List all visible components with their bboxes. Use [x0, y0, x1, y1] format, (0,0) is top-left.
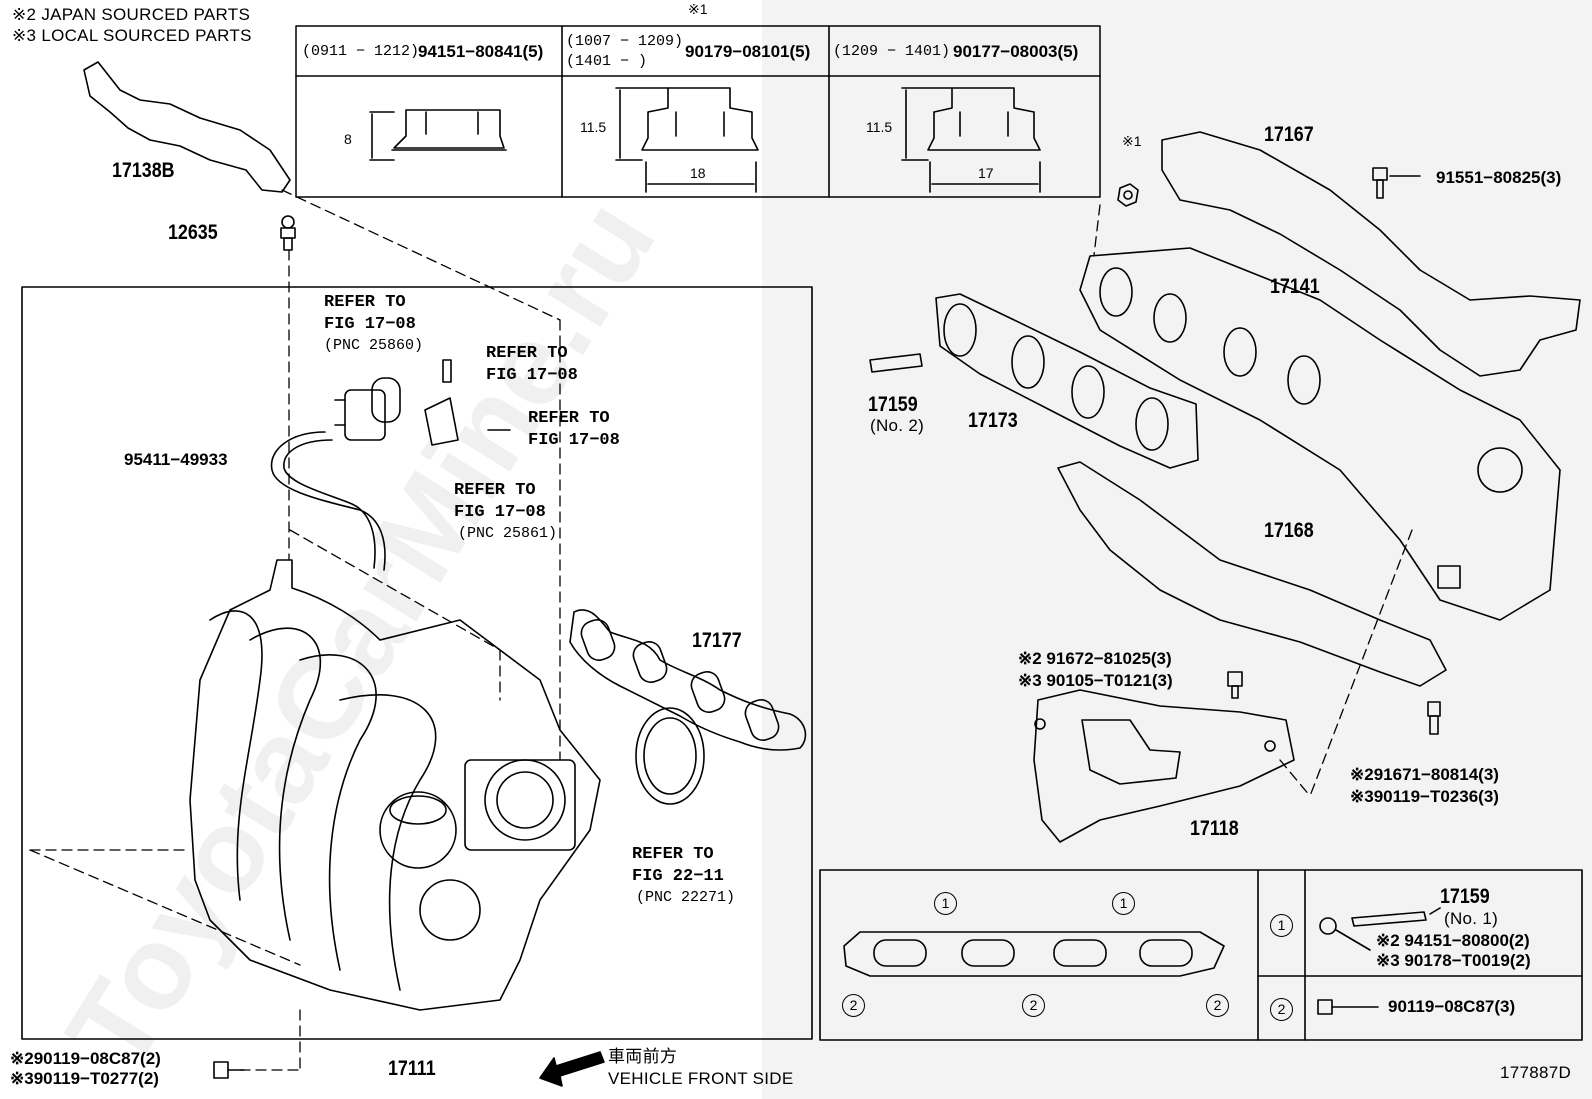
label-star1-nut: ※1	[1122, 133, 1142, 149]
circle-1-row: 1	[1270, 914, 1293, 937]
label-17111[interactable]: 17111	[388, 1057, 436, 1080]
exhaust-manifold-17141	[1079, 247, 1561, 621]
detail-gasket	[843, 931, 1225, 977]
bolt-12635	[280, 215, 296, 251]
nut-col2-range2: (1401 − )	[566, 53, 648, 70]
refer-4-line2[interactable]: FIG 17−08	[454, 503, 546, 522]
circle-2-row: 2	[1270, 998, 1293, 1021]
label-17159-no1-sub: (No. 1)	[1444, 909, 1499, 928]
nut-col3-height: 11.5	[866, 119, 893, 135]
gasket-17138b	[83, 61, 291, 193]
refer-5-line3: (PNC 22271)	[636, 889, 736, 906]
background-panel-right	[762, 0, 1592, 1099]
nut-drawing-3	[901, 87, 1041, 193]
reference-code: 177887D	[1500, 1063, 1572, 1082]
nut-drawing-1	[369, 109, 507, 161]
label-17159-no2[interactable]: 17159	[868, 393, 918, 416]
nut-col3-width: 17	[978, 165, 994, 181]
note-japan-sourced: ※2 JAPAN SOURCED PARTS	[12, 5, 251, 24]
refer-2-line2[interactable]: FIG 17−08	[486, 366, 578, 385]
nut-star1	[1117, 183, 1139, 207]
label-bolt-bl1[interactable]: ※290119−08C87(2)	[10, 1049, 161, 1068]
circle-2-right: 2	[1206, 994, 1229, 1017]
refer-5-line1: REFER TO	[632, 845, 714, 864]
label-17118[interactable]: 17118	[1190, 817, 1239, 840]
label-bolt-bl2[interactable]: ※390119−T0277(2)	[10, 1069, 159, 1088]
refer-4-line3: (PNC 25861)	[458, 525, 558, 542]
refer-5-line2[interactable]: FIG 22−11	[632, 867, 724, 886]
circle-1-right: 1	[1112, 892, 1135, 915]
nut-col3-range: (1209 − 1401)	[833, 43, 951, 60]
intake-frame	[21, 286, 813, 1040]
detail-bolt	[1317, 999, 1379, 1015]
label-bolt-r2[interactable]: ※390119−T0236(3)	[1350, 787, 1499, 806]
nut-drawing-2	[615, 87, 759, 193]
bolt-90119-bottom	[213, 1061, 245, 1079]
nut-table-star: ※1	[688, 1, 708, 17]
nut-col2-range1: (1007 − 1209)	[566, 33, 684, 50]
bolt-91551	[1372, 167, 1421, 199]
circle-1-left: 1	[934, 892, 957, 915]
nut-col1-height: 8	[344, 131, 352, 147]
label-17168[interactable]: 17168	[1264, 519, 1314, 542]
label-17167[interactable]: 17167	[1264, 123, 1314, 146]
heat-insulator-17168	[1057, 461, 1447, 687]
detail-stud-nut	[1319, 907, 1441, 951]
label-hose[interactable]: 95411−49933	[124, 450, 228, 469]
nut-col1-part: 94151−80841(5)	[418, 42, 544, 61]
circle-2-left: 2	[842, 994, 865, 1017]
refer-3-line2[interactable]: FIG 17−08	[528, 431, 620, 450]
heat-insulator-17167	[1161, 131, 1581, 377]
hose-95411	[270, 431, 386, 571]
label-17173[interactable]: 17173	[968, 409, 1018, 432]
circle-2-mid: 2	[1022, 994, 1045, 1017]
label-nut-no1-b[interactable]: ※3 90178−T0019(2)	[1376, 951, 1531, 970]
label-17177[interactable]: 17177	[692, 629, 742, 652]
nut-col2-height: 11.5	[580, 119, 607, 135]
refer-1-line1: REFER TO	[324, 293, 406, 312]
note-local-sourced: ※3 LOCAL SOURCED PARTS	[12, 26, 252, 45]
nut-col2-width: 18	[690, 165, 706, 181]
refer-4-line1: REFER TO	[454, 481, 536, 500]
dashed-leaders	[29, 189, 1413, 1071]
label-17159-no2-sub: (No. 2)	[870, 416, 925, 435]
label-nut-no1-a[interactable]: ※2 94151−80800(2)	[1376, 931, 1530, 950]
label-bolt-91551[interactable]: 91551−80825(3)	[1436, 168, 1562, 187]
vehicle-front-jp: 車両前方	[608, 1047, 678, 1066]
stud-17159-no2	[869, 353, 923, 373]
label-bolt-m2[interactable]: ※3 90105−T0121(3)	[1018, 671, 1173, 690]
gasket-17173	[935, 293, 1199, 469]
label-bolt-no2[interactable]: 90119−08C87(3)	[1388, 997, 1516, 1016]
detail-table-grid	[819, 869, 1583, 1041]
nut-col2-part: 90179−08101(5)	[685, 42, 811, 61]
bolt-91672	[1227, 671, 1243, 699]
refer-3-line1: REFER TO	[528, 409, 610, 428]
throttle-gasket	[635, 707, 705, 805]
refer-2-line1: REFER TO	[486, 344, 568, 363]
label-bolt-r1[interactable]: ※291671−80814(3)	[1350, 765, 1499, 784]
intake-manifold-17111	[189, 559, 601, 1011]
vehicle-front-arrow	[539, 1051, 605, 1087]
label-17138b[interactable]: 17138B	[112, 159, 175, 182]
label-17159-no1[interactable]: 17159	[1440, 885, 1490, 908]
refer-1-line3: (PNC 25860)	[324, 337, 424, 354]
bracket-17118	[1033, 689, 1295, 843]
nut-table-grid	[295, 25, 1101, 198]
vsv-valve-drawing	[334, 359, 511, 446]
gasket-17177	[569, 609, 807, 751]
label-12635[interactable]: 12635	[168, 221, 218, 244]
label-17141[interactable]: 17141	[1270, 275, 1320, 298]
label-bolt-m1[interactable]: ※2 91672−81025(3)	[1018, 649, 1172, 668]
bolt-91671	[1427, 701, 1441, 735]
refer-1-line2[interactable]: FIG 17−08	[324, 315, 416, 334]
nut-col1-range: (0911 − 1212)	[302, 43, 420, 60]
nut-col3-part: 90177−08003(5)	[953, 42, 1079, 61]
vehicle-front-en: VEHICLE FRONT SIDE	[608, 1069, 794, 1088]
